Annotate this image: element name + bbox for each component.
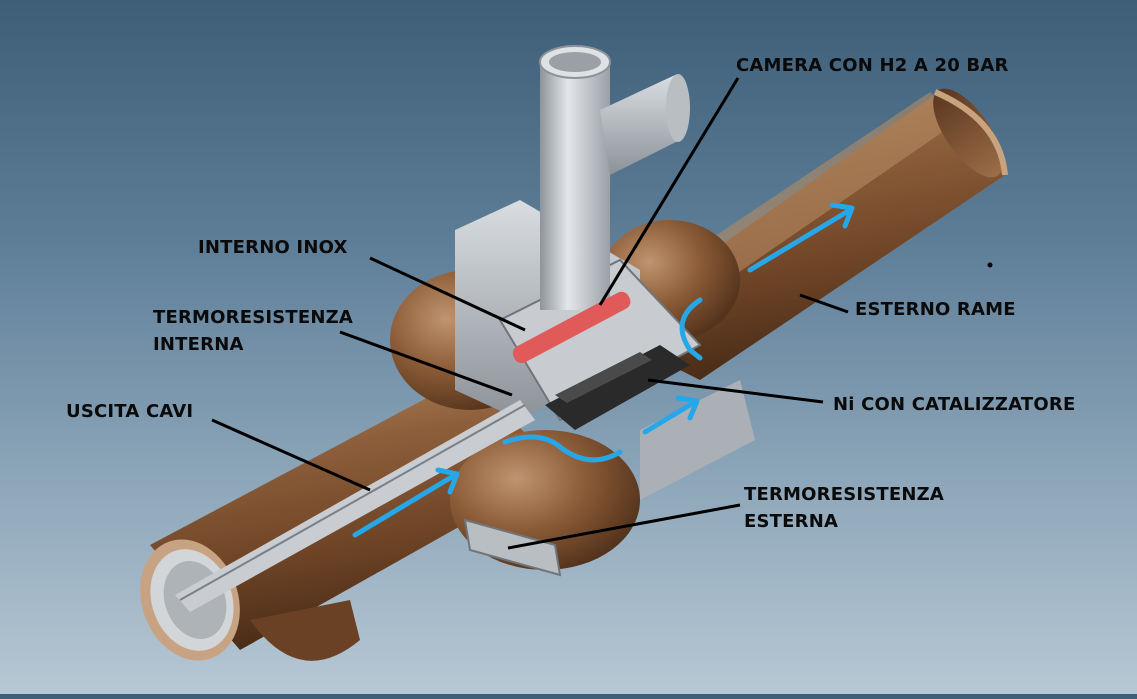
steel-gas-pipe (539, 45, 690, 310)
label-line: TERMORESISTENZA (744, 484, 945, 505)
leader-camera (598, 77, 740, 306)
label-line: TERMORESISTENZA (153, 307, 354, 328)
cable-tube (175, 400, 535, 612)
leader-termo-esterna (507, 503, 741, 550)
label-uscita-cavi: USCITA CAVI (66, 401, 194, 422)
label-termoresistenza-esterna: TERMORESISTENZA ESTERNA (744, 481, 944, 535)
stray-dot (987, 262, 993, 268)
flow-arrow-inlet (352, 467, 460, 538)
flow-arrow-outlet (747, 202, 855, 273)
label-termoresistenza-interna: TERMORESISTENZA INTERNA (153, 304, 353, 358)
leader-interno-inox (369, 256, 526, 332)
internal-heater (512, 291, 631, 364)
leader-termo-interna (339, 330, 513, 397)
label-esterno-rame: ESTERNO RAME (855, 299, 1016, 320)
flow-arrow-chamber (642, 395, 700, 435)
leader-ni (647, 378, 824, 404)
flow-arrow-chamber-lower (502, 434, 623, 463)
leader-uscita-cavi (211, 418, 371, 492)
label-interno-inox: INTERNO INOX (198, 237, 348, 258)
flow-arrow-turn (679, 297, 703, 361)
label-line: ESTERNA (744, 511, 839, 532)
leader-lines (211, 77, 849, 550)
label-ni-catalizzatore: Ni CON CATALIZZATORE (833, 394, 1076, 415)
label-camera: CAMERA CON H2 A 20 BAR (736, 55, 1009, 76)
leader-esterno-rame (799, 293, 849, 314)
label-line: INTERNA (153, 334, 244, 355)
